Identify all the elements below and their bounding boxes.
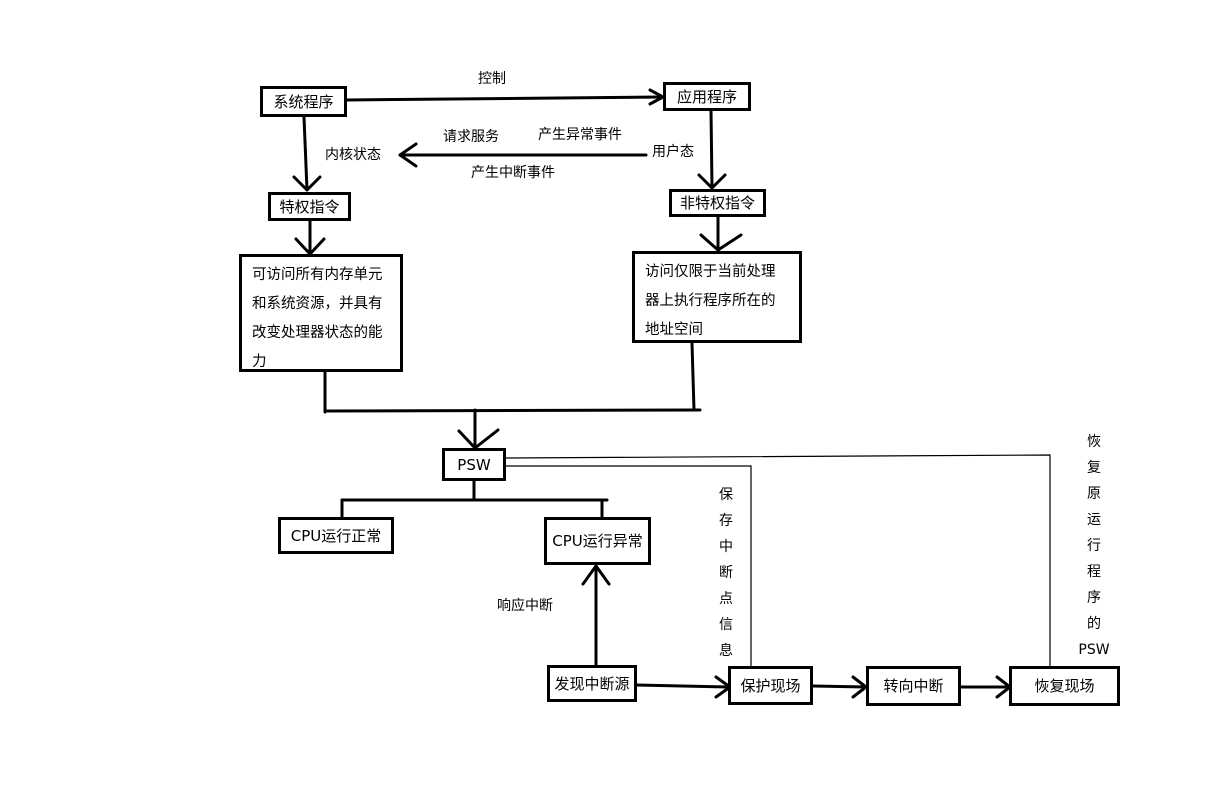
find-interrupt-box: 发现中断源 xyxy=(547,665,637,702)
respond-interrupt-label: 响应中断 xyxy=(497,598,553,614)
kernel-state-label: 内核状态 xyxy=(325,147,381,163)
cpu-abnormal-box: CPU运行异常 xyxy=(544,517,651,565)
psw-to-restore-line xyxy=(505,454,1051,666)
cpu-normal-box: CPU运行正常 xyxy=(278,517,394,554)
save-breakpoint-label: 保存中断点信息 xyxy=(719,487,733,659)
privileged-desc-box: 可访问所有内存单元和系统资源，并具有改变处理器状态的能力 xyxy=(239,254,403,372)
goto-interrupt-box: 转向中断 xyxy=(866,666,961,706)
save-to-goto xyxy=(811,684,868,689)
nonprivileged-instr-box: 非特权指令 xyxy=(669,189,766,217)
nonprivileged-desc-box: 访问仅限于当前处理器上执行程序所在的地址空间 xyxy=(632,251,802,343)
interrupt-event-label: 产生中断事件 xyxy=(471,165,555,181)
psw-box: PSW xyxy=(442,448,506,481)
control-arrow xyxy=(344,95,665,102)
system-to-privileged xyxy=(302,115,309,192)
psw-to-save-line xyxy=(506,465,752,666)
find-to-save xyxy=(634,683,730,689)
request-arrowhead xyxy=(398,142,418,168)
app-to-nonprivileged xyxy=(709,108,714,190)
restore-context-box: 恢复现场 xyxy=(1009,666,1120,706)
app-program-box: 应用程序 xyxy=(663,82,751,111)
user-state-label: 用户态 xyxy=(652,144,694,160)
control-label: 控制 xyxy=(478,71,506,87)
merge-bar xyxy=(323,408,702,413)
request-service-label: 请求服务 xyxy=(443,129,499,145)
nonprivileged-desc-down xyxy=(690,341,696,412)
abnormal-event-label: 产生异常事件 xyxy=(538,127,622,143)
save-context-box: 保护现场 xyxy=(728,666,813,705)
privileged-instr-box: 特权指令 xyxy=(268,192,351,221)
system-program-box: 系统程序 xyxy=(260,86,347,117)
